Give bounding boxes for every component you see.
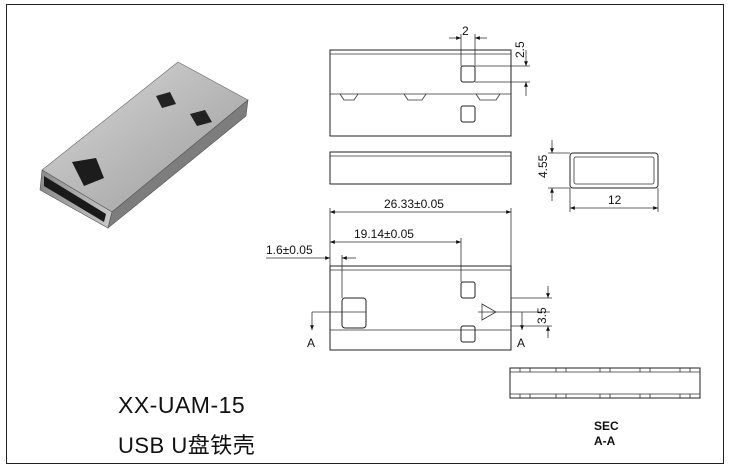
section-label-line1: SEC bbox=[594, 419, 619, 433]
front-view bbox=[329, 151, 512, 185]
section-label-line2: A-A bbox=[594, 434, 616, 448]
dim-slot-start: 1.6±0.05 bbox=[266, 243, 313, 257]
section-view bbox=[509, 367, 701, 399]
dim-slot-pitch: 3.5 bbox=[535, 307, 549, 324]
drawing-frame bbox=[6, 4, 724, 464]
dim-slot-offset: 2.5 bbox=[513, 41, 527, 58]
product-name: USB U盘铁壳 bbox=[118, 433, 256, 458]
lower-slot bbox=[460, 105, 476, 123]
top-view bbox=[329, 34, 530, 137]
section-marker-left: A bbox=[307, 336, 315, 350]
bottom-slot-left bbox=[341, 297, 367, 329]
upper-slot bbox=[460, 65, 476, 83]
product-3d-view bbox=[39, 61, 249, 229]
model-title: XX-UAM-15 bbox=[118, 392, 246, 418]
end-view bbox=[548, 140, 659, 212]
bottom-slot-lower bbox=[460, 325, 476, 343]
dim-width: 12 bbox=[608, 193, 622, 207]
dim-offset-to-slot: 19.14±0.05 bbox=[354, 227, 414, 241]
section-marker-right: A bbox=[517, 336, 525, 350]
dim-slot-width: 2 bbox=[462, 24, 469, 38]
bottom-slot-upper bbox=[460, 281, 476, 299]
dim-overall-length: 26.33±0.05 bbox=[384, 197, 444, 211]
dim-height: 4.55 bbox=[536, 154, 550, 178]
bottom-view bbox=[266, 208, 552, 351]
